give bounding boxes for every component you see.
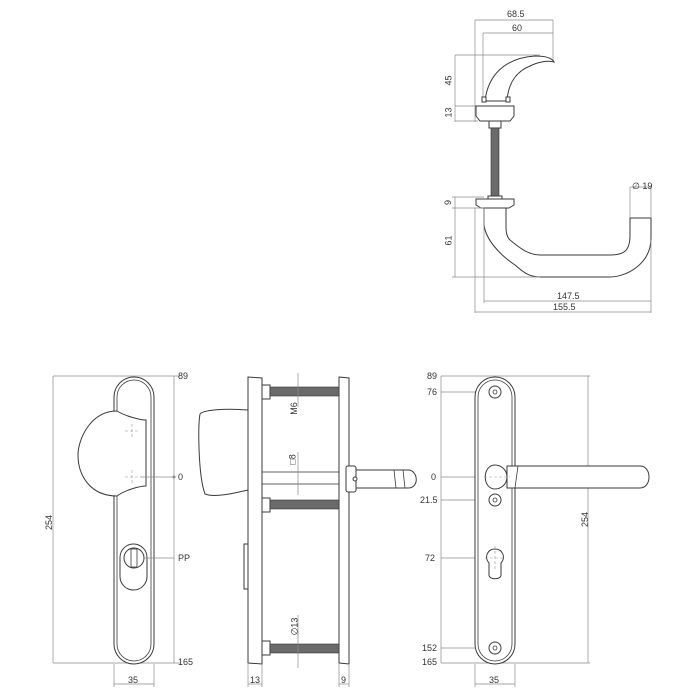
dim-diameter: ∅ 19 <box>632 181 653 191</box>
knob-dim-zero: 0 <box>178 472 184 482</box>
knob-dim-width: 35 <box>128 675 139 685</box>
side-section-view <box>198 373 417 687</box>
knob-front-view <box>52 375 180 687</box>
lever-dim-screw-mid: 21.5 <box>420 495 438 505</box>
knob-dim-top: 89 <box>178 371 189 381</box>
side-dim-spindle: □8 <box>287 454 298 465</box>
dim-width-outer: 68.5 <box>507 9 525 19</box>
top-lever-view <box>452 19 652 313</box>
lever-dim-width: 35 <box>489 675 500 685</box>
lever-dim-bottom: 165 <box>422 657 438 667</box>
dim-height-lever: 45 <box>443 75 454 86</box>
lever-dim-top: 89 <box>427 371 438 381</box>
dim-height-rose: 13 <box>443 107 454 118</box>
lever-dim-height: 254 <box>580 511 591 528</box>
lever-dim-screw-top: 76 <box>427 387 438 397</box>
lever-front-view <box>440 375 650 687</box>
side-dim-diameter: ∅13 <box>289 617 300 636</box>
knob-dim-pp: PP <box>178 553 191 563</box>
side-dim-plate-left: 13 <box>250 675 261 685</box>
lever-dim-screw-bottom: 152 <box>422 643 438 653</box>
dim-length-inner: 147.5 <box>557 291 580 301</box>
knob-dim-height: 254 <box>44 514 55 531</box>
dim-lever-drop: 61 <box>443 235 454 246</box>
dim-length-outer: 155.5 <box>553 302 576 312</box>
dim-width-inner: 60 <box>512 23 523 33</box>
lever-dim-cylinder: 72 <box>425 553 436 563</box>
knob-dim-bottom: 165 <box>178 657 194 667</box>
side-dim-thread: M6 <box>288 402 299 415</box>
dim-rose-bottom: 9 <box>443 199 454 206</box>
side-dim-plate-right: 9 <box>341 675 347 685</box>
lever-dim-zero: 0 <box>431 472 437 482</box>
